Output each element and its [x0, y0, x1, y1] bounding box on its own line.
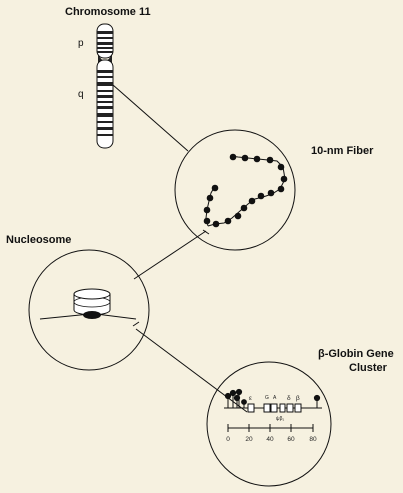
dna-strand-right: [95, 313, 137, 320]
gene-pseudo-beta: [279, 403, 286, 413]
fiber-end-tick: [202, 229, 210, 235]
globin-title-line1: β-Globin Gene: [318, 348, 394, 360]
nucleosome-bead: [229, 153, 237, 161]
scale-bar: 0 20 40 60 80: [226, 424, 317, 443]
nucleosome-bead: [203, 206, 211, 214]
globin-genes: [247, 403, 302, 413]
p-arm-label: p: [78, 38, 84, 49]
connector-end-tick: [132, 321, 140, 327]
nucleosome-bead: [280, 175, 288, 183]
hypersensitive-sites: [224, 388, 321, 408]
nucleosome-circle: [28, 249, 150, 371]
nucleosome-bead: [277, 163, 285, 171]
scale-tick-label: 60: [287, 436, 295, 443]
nucleosome-bead: [206, 194, 214, 202]
nucleosome-bead: [212, 220, 220, 228]
gene-a-gamma: [270, 403, 278, 413]
q-arm-label: q: [78, 89, 84, 100]
gene-delta: [286, 403, 294, 413]
scale-tick-label: 20: [245, 436, 253, 443]
connector-fiber-to-nucleosome: [133, 230, 207, 280]
nucleosome-bead: [234, 212, 242, 220]
nucleosome-bead: [277, 185, 285, 193]
gene-epsilon: [247, 403, 255, 413]
dna-wrap: [83, 311, 101, 319]
nucleosome-bead: [257, 192, 265, 200]
connector-nucleosome-to-globin: [135, 328, 248, 413]
nucleosome-bead: [224, 217, 232, 225]
globin-title-line2: Cluster: [349, 362, 388, 374]
nucleosome-bead: [240, 204, 248, 212]
connector-chromosome-to-fiber: [112, 84, 189, 152]
nucleosome-bead: [241, 154, 249, 162]
chromosome-bands: [97, 31, 113, 136]
pseudogene-label: ψβ₁: [276, 416, 284, 422]
nucleosome-bead: [248, 197, 256, 205]
gene-label-a: A: [273, 395, 277, 401]
chromosome-title: Chromosome 11: [65, 6, 151, 18]
nucleosome-bead: [211, 184, 219, 192]
nucleosome-bead: [267, 189, 275, 197]
fiber-circle: [174, 129, 296, 251]
gene-beta: [294, 403, 302, 413]
scale-tick-label: 80: [309, 436, 317, 443]
nucleosome-bead: [266, 156, 274, 164]
gene-label-delta: δ: [287, 395, 291, 402]
nucleosome-bead: [203, 217, 211, 225]
histone-top: [73, 288, 111, 300]
dna-strand-left: [39, 313, 91, 320]
gene-label-epsilon: ε: [249, 395, 252, 402]
gene-label-beta: β: [296, 395, 300, 402]
scale-tick-label: 40: [266, 436, 274, 443]
nucleosome-string: [202, 153, 288, 235]
chromosome-11: [96, 23, 114, 149]
fiber-label: 10-nm Fiber: [311, 145, 374, 157]
gene-label-g: G: [265, 395, 269, 401]
nucleosome-core: [39, 288, 137, 320]
gene-map: ε G A δ β ψβ₁: [224, 388, 322, 422]
nucleosome-bead: [253, 155, 261, 163]
globin-circle: [206, 361, 332, 487]
gene-g-gamma: [263, 403, 271, 413]
nucleosome-label: Nucleosome: [6, 234, 71, 246]
scale-tick-label: 0: [226, 436, 230, 443]
